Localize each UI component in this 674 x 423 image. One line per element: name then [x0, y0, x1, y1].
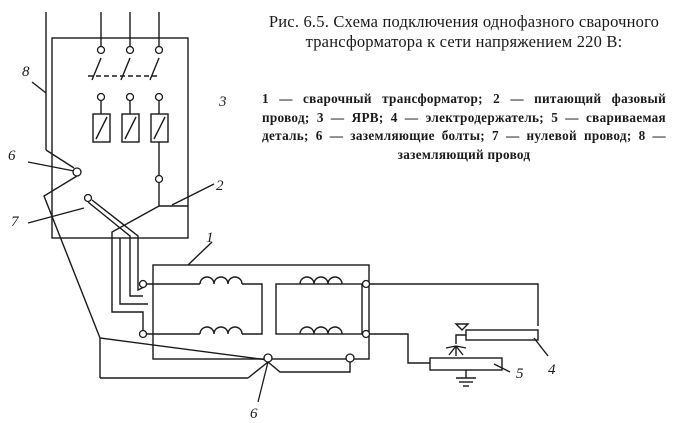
label-welding-transformer: 1 — [206, 230, 214, 246]
workpiece — [370, 333, 511, 387]
electrode-holder — [370, 283, 549, 357]
label-ground-bolt-bottom: 6 — [250, 406, 258, 422]
ground-path — [43, 175, 351, 379]
welding-transformer — [138, 241, 371, 363]
figure-caption: Рис. 6.5. Схема подключения однофазного … — [268, 12, 660, 51]
label-phase-wire: 2 — [216, 178, 224, 194]
label-electrode-holder: 4 — [548, 362, 556, 378]
label-ground-wire: 8 — [22, 64, 30, 80]
figure-legend: 1 — сварочный трансформатор; 2 — питающи… — [262, 91, 666, 162]
ground-bolt-leader — [257, 361, 269, 403]
phase-wire — [111, 183, 215, 332]
label-workpiece: 5 — [516, 366, 524, 382]
ground-bolt-top — [27, 161, 82, 177]
label-ground-bolt-top: 6 — [8, 148, 16, 164]
switch-box — [51, 12, 189, 239]
label-switch-box: 3 — [218, 94, 227, 110]
ground-wire — [31, 12, 75, 169]
neutral-wire — [27, 193, 147, 297]
label-neutral-wire: 7 — [11, 214, 20, 230]
